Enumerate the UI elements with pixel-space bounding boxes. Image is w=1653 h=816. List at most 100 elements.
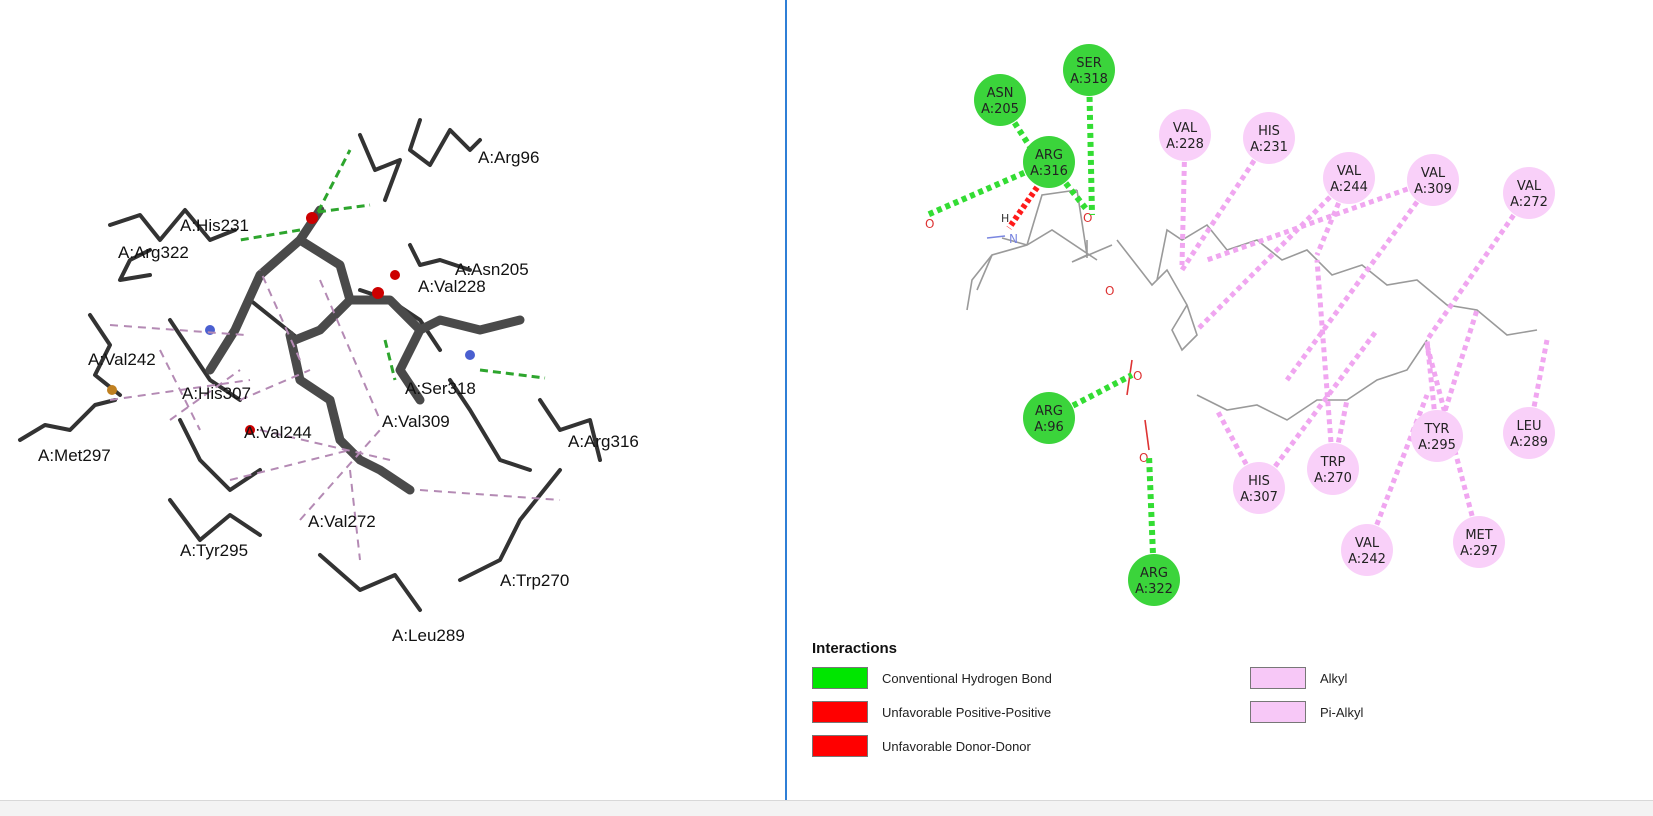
label-val228: A:Val228 xyxy=(418,277,486,296)
bottom-strip xyxy=(0,800,1653,816)
residue-id: A:307 xyxy=(1240,490,1278,505)
residue-id: A:318 xyxy=(1070,72,1108,87)
interaction-line-alkyl xyxy=(1214,408,1262,490)
3d-structure-canvas: A:Arg96 A:His231 A:Arg322 A:Asn205 A:Val… xyxy=(18,118,639,645)
interaction-line-alkyl xyxy=(1256,328,1380,490)
hbond-dashes-3d xyxy=(239,149,546,381)
residue-node-circle xyxy=(974,74,1026,126)
interaction-line-alkyl xyxy=(1314,259,1336,470)
interaction-line-hbond xyxy=(1086,69,1095,216)
residue-id: A:297 xyxy=(1460,544,1498,559)
ligand-sticks xyxy=(205,205,525,495)
residue-node-circle xyxy=(1023,392,1075,444)
svg-text:O: O xyxy=(1083,211,1092,225)
residue-name: VAL xyxy=(1355,536,1380,551)
label-ser318: A:Ser318 xyxy=(405,379,476,398)
residue-node-circle xyxy=(1233,462,1285,514)
residue-id: A:96 xyxy=(1034,420,1064,435)
legend-item-alkyl: Alkyl xyxy=(1250,667,1347,689)
legend-swatch-positive-positive xyxy=(812,701,868,723)
residue-node-circle xyxy=(1411,410,1463,462)
legend-item-pi-alkyl: Pi-Alkyl xyxy=(1250,701,1363,723)
legend-item-positive-positive: Unfavorable Positive-Positive xyxy=(812,701,1051,723)
svg-text:O: O xyxy=(1105,284,1114,298)
residue-id: A:270 xyxy=(1314,471,1352,486)
legend: Interactions Conventional Hydrogen Bond … xyxy=(812,640,1612,780)
alkyl-dashes-3d xyxy=(109,269,561,561)
residue-id: A:316 xyxy=(1030,164,1068,179)
residue-name: SER xyxy=(1076,56,1102,71)
residue-name: ARG xyxy=(1035,404,1063,419)
residue-name: LEU xyxy=(1517,419,1542,434)
residue-node-circle xyxy=(1023,136,1075,188)
hydrogen-label: H xyxy=(1001,212,1009,225)
residue-name: VAL xyxy=(1173,121,1198,136)
label-val309: A:Val309 xyxy=(382,412,450,431)
svg-text:O: O xyxy=(925,217,934,231)
residue-id: A:295 xyxy=(1418,438,1456,453)
residue-name: HIS xyxy=(1248,474,1270,489)
atom-accents xyxy=(107,212,475,435)
label-val272: A:Val272 xyxy=(308,512,376,531)
residue-name: ARG xyxy=(1140,566,1168,581)
legend-label-donor-donor: Unfavorable Donor-Donor xyxy=(882,738,1031,754)
label-trp270: A:Trp270 xyxy=(500,571,569,590)
legend-item-hbond: Conventional Hydrogen Bond xyxy=(812,667,1052,689)
residue-name: MET xyxy=(1465,528,1492,543)
residue-name: VAL xyxy=(1337,164,1362,179)
svg-text:O: O xyxy=(1139,451,1148,465)
residue-node-circle xyxy=(1128,554,1180,606)
residue-sticks xyxy=(18,118,602,612)
residue-name: HIS xyxy=(1258,124,1280,139)
diagram-canvas: N H O O O O O ASNA:205SERA:318ARGA:316AR… xyxy=(925,44,1555,606)
residue-node-circle xyxy=(1307,443,1359,495)
label-val244: A:Val244 xyxy=(244,423,312,442)
residue-node-circle xyxy=(1503,167,1555,219)
interaction-line-hbond xyxy=(1047,372,1134,421)
residue-node-circle xyxy=(1453,516,1505,568)
residue-name: ASN xyxy=(987,86,1014,101)
label-asn205: A:Asn205 xyxy=(455,260,529,279)
label-arg96: A:Arg96 xyxy=(478,148,539,167)
residue-node-circle xyxy=(1063,44,1115,96)
legend-swatch-donor-donor xyxy=(812,735,868,757)
label-leu289: A:Leu289 xyxy=(392,626,465,645)
label-his307: A:His307 xyxy=(182,384,251,403)
residue-id: A:322 xyxy=(1135,582,1173,597)
label-val242: A:Val242 xyxy=(88,350,156,369)
legend-title: Interactions xyxy=(812,640,898,657)
label-met297: A:Met297 xyxy=(38,446,111,465)
legend-swatch-alkyl xyxy=(1250,667,1306,689)
residue-node-circle xyxy=(1407,154,1459,206)
residue-node-circle xyxy=(1323,152,1375,204)
residue-id: A:231 xyxy=(1250,140,1288,155)
interaction-line-alkyl xyxy=(1526,339,1550,434)
svg-text:N: N xyxy=(1009,232,1018,246)
legend-label-pi-alkyl: Pi-Alkyl xyxy=(1320,704,1364,720)
ligand-2d: N H O O O O O xyxy=(925,189,1538,465)
interaction-line-alkyl xyxy=(1206,177,1434,263)
residue-name: VAL xyxy=(1421,166,1446,181)
residue-id: A:244 xyxy=(1330,180,1368,195)
interaction-line-alkyl xyxy=(1424,191,1532,342)
residue-id: A:205 xyxy=(981,102,1019,117)
legend-item-donor-donor: Unfavorable Donor-Donor xyxy=(812,735,1031,757)
residue-id: A:272 xyxy=(1510,195,1548,210)
label-arg316: A:Arg316 xyxy=(568,432,639,451)
residue-node-circle xyxy=(1503,407,1555,459)
legend-label-positive-positive: Unfavorable Positive-Positive xyxy=(882,704,1052,720)
